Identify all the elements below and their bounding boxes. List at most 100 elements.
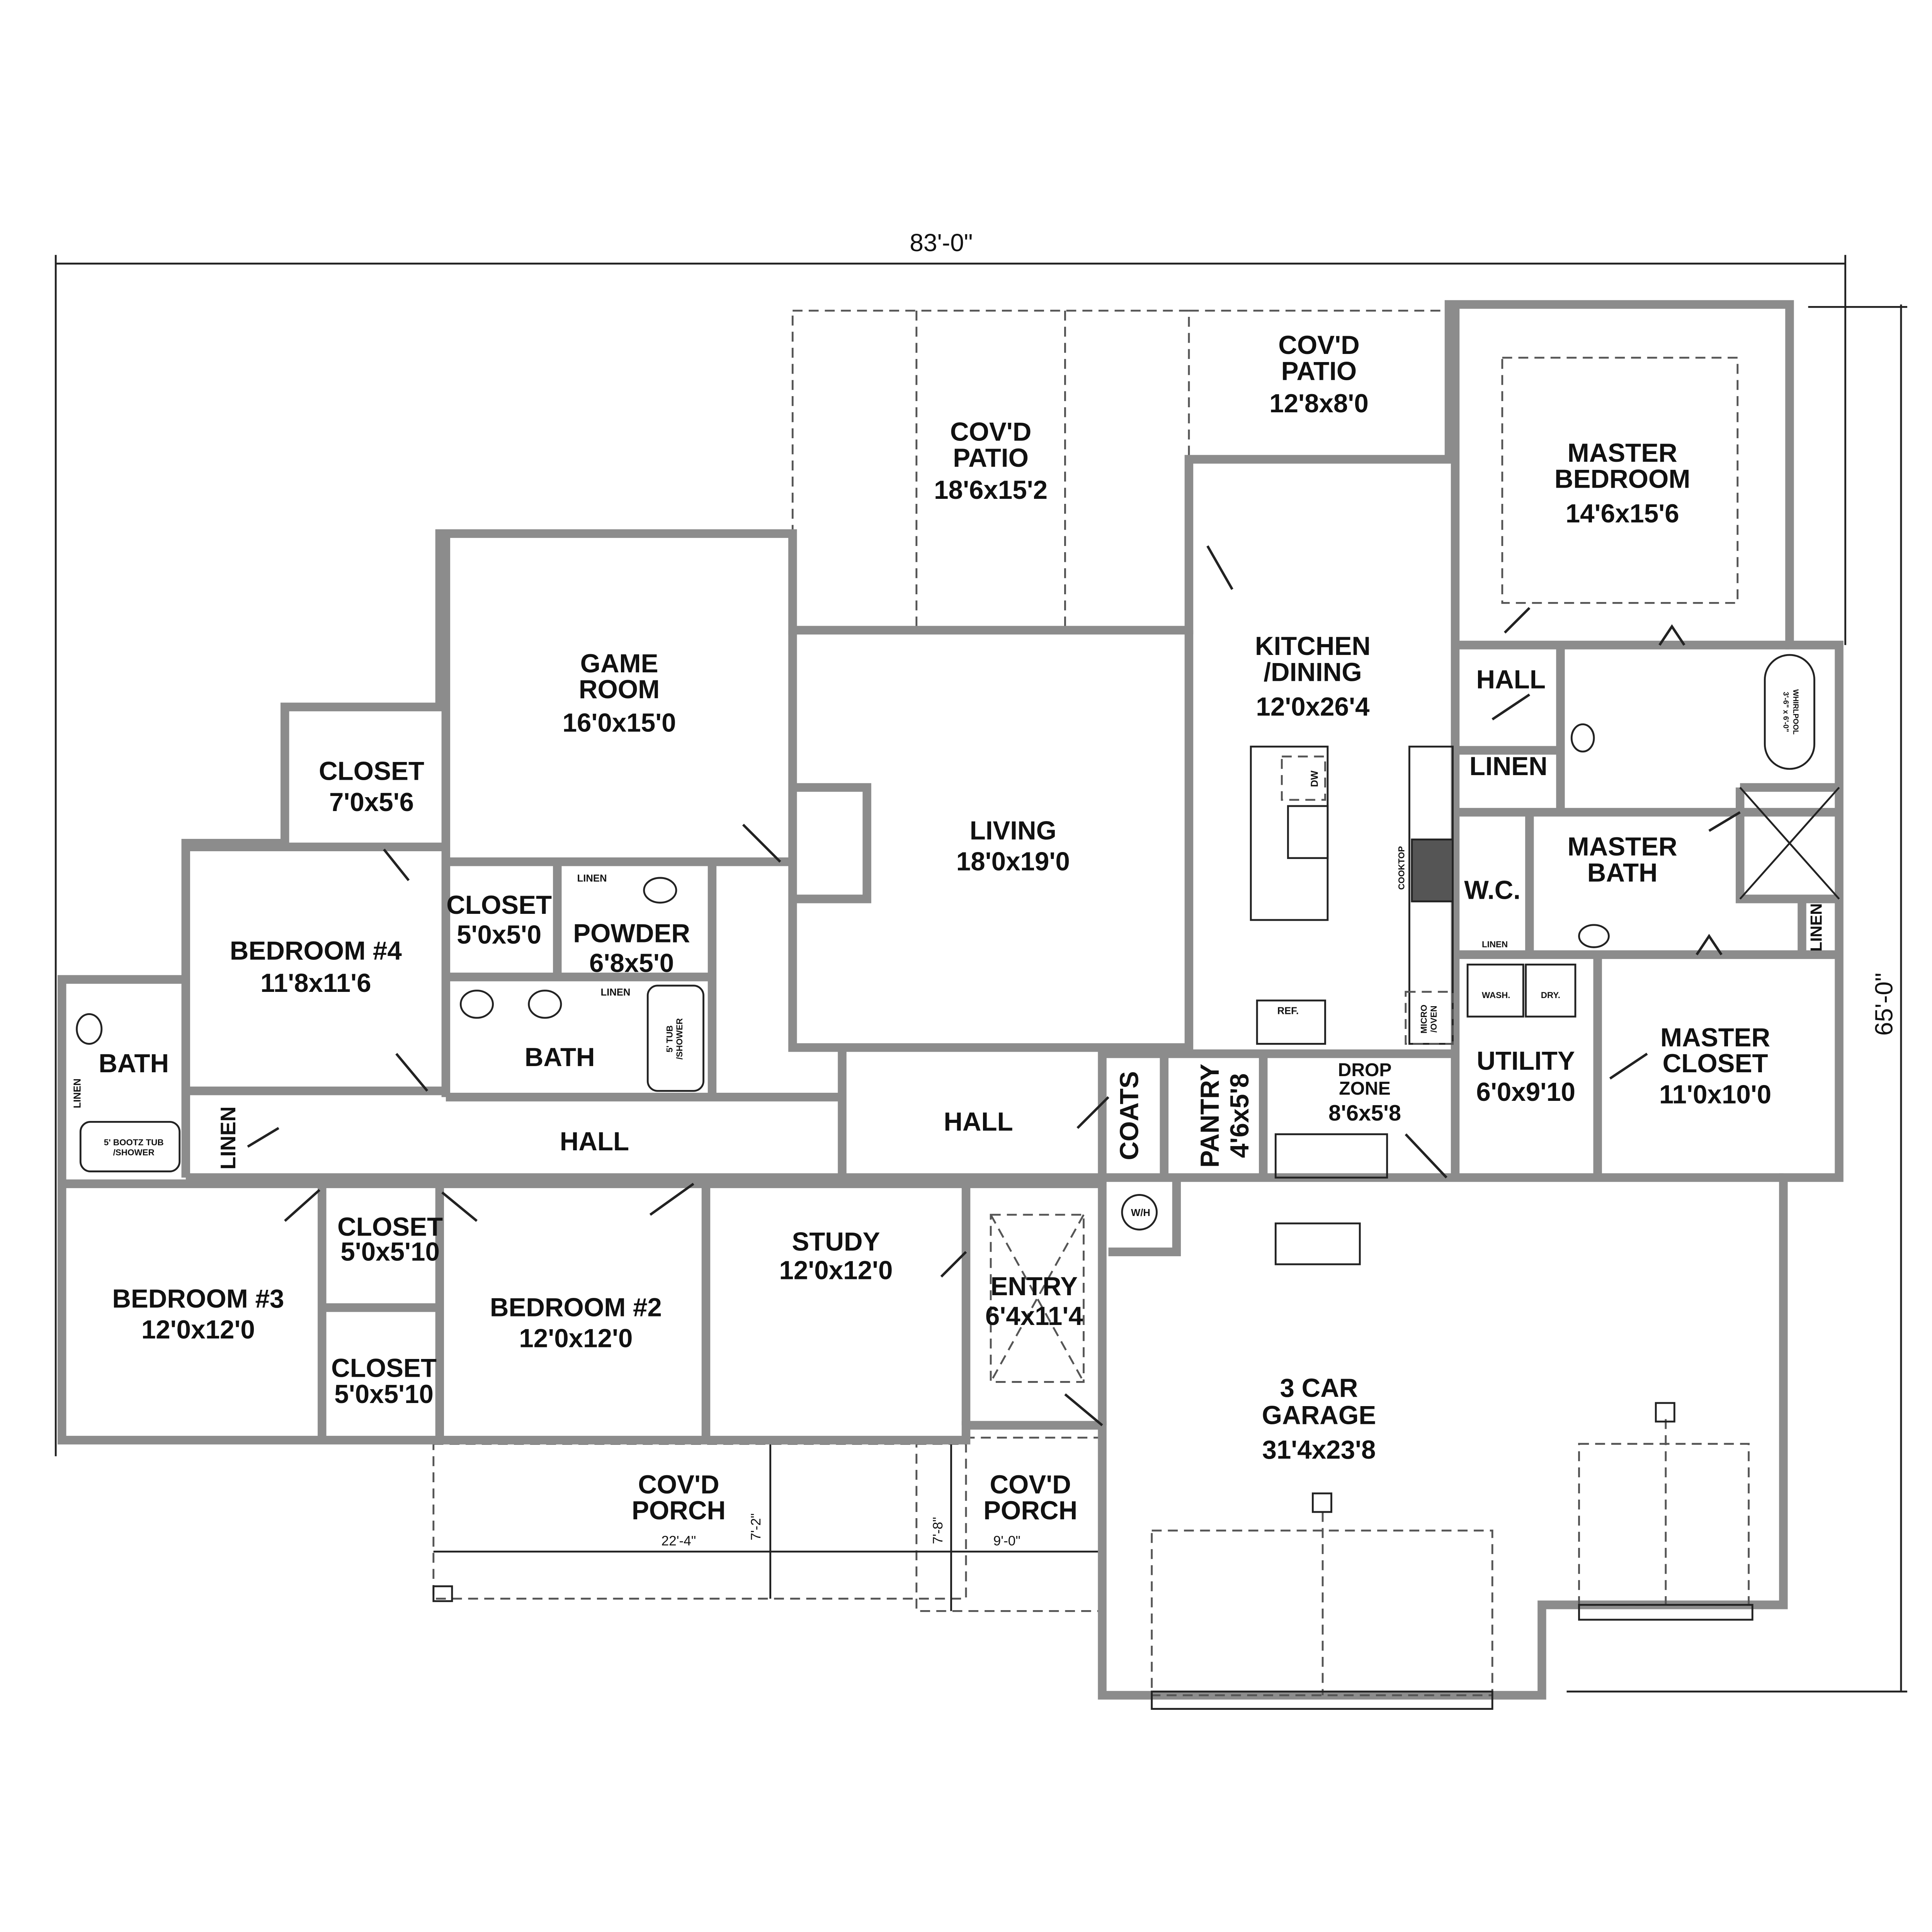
room-size: 4'6x5'8 (1225, 1073, 1254, 1158)
room-size: 6'4x11'4 (985, 1302, 1083, 1331)
room-name: STUDY (792, 1228, 880, 1257)
room-closet-bed2: CLOSET 5'0x5'10 (331, 1354, 437, 1409)
room-name: PATIO (1281, 357, 1357, 386)
room-linen-mbath: LINEN (1807, 903, 1825, 952)
room-size: 12'0x12'0 (779, 1256, 893, 1285)
room-name: /DINING (1264, 658, 1362, 687)
room-name: ENTRY (990, 1272, 1078, 1301)
room-hall-center: HALL (944, 1107, 1013, 1136)
left-tub-label-2: /SHOWER (113, 1148, 155, 1157)
room-master-bath: MASTER BATH (1568, 832, 1677, 887)
room-name: GAME (580, 649, 658, 678)
room-size: 18'6x15'2 (934, 476, 1048, 505)
room-size: 14'6x15'6 (1566, 499, 1679, 528)
room-pantry: PANTRY 4'6x5'8 (1196, 1064, 1254, 1168)
room-name: MASTER (1568, 439, 1677, 468)
room-size: 12'0x12'0 (141, 1315, 255, 1344)
room-bedroom4: BEDROOM #4 11'8x11'6 (230, 936, 402, 997)
room-size: 12'0x26'4 (1256, 692, 1370, 721)
room-study: STUDY 12'0x12'0 (779, 1228, 893, 1285)
oven-label: /OVEN (1429, 1005, 1439, 1032)
room-name: CLOSET (1663, 1049, 1768, 1078)
room-name: CLOSET (337, 1213, 443, 1242)
porch-main-width: 22'-4" (662, 1534, 696, 1549)
powder-linen-label: LINEN (577, 873, 607, 884)
room-hall-main: HALL (560, 1127, 629, 1156)
porch-entry-depth: 7'-8" (930, 1517, 946, 1544)
room-name: CLOSET (331, 1354, 437, 1383)
room-size: 5'0x5'10 (334, 1380, 434, 1409)
room-name: BEDROOM #4 (230, 936, 402, 965)
interior-walls (62, 304, 1839, 1440)
room-size: 12'8x8'0 (1269, 389, 1369, 418)
room-size: 6'8x5'0 (589, 949, 674, 978)
doors (247, 545, 1741, 1427)
bath-tub-label: 5' TUB (665, 1026, 674, 1053)
room-game-room: GAME ROOM 16'0x15'0 (563, 649, 676, 738)
micro-label: MICRO (1419, 1005, 1429, 1034)
room-name: CLOSET (319, 757, 424, 786)
room-porch-main: COV'D PORCH (632, 1470, 726, 1525)
room-name: BEDROOM (1554, 464, 1690, 493)
left-linen-label: LINEN (72, 1078, 83, 1108)
porch-entry-width: 9'-0" (993, 1534, 1020, 1549)
room-utility: UTILITY 6'0x9'10 (1476, 1047, 1575, 1107)
room-size: 11'8x11'6 (260, 969, 371, 998)
bath-linen-label: LINEN (601, 987, 631, 998)
room-name: UTILITY (1477, 1047, 1575, 1076)
room-name: COV'D (638, 1470, 719, 1499)
garage-doors (1151, 1222, 1753, 1710)
room-porch-entry: COV'D PORCH (983, 1470, 1077, 1525)
room-name: BATH (1587, 859, 1658, 888)
room-bedroom2: BEDROOM #2 12'0x12'0 (490, 1293, 662, 1353)
room-name: ROOM (579, 675, 660, 704)
left-tub-label: 5' BOOTZ TUB (104, 1138, 164, 1147)
room-size: 31'4x23'8 (1262, 1435, 1376, 1464)
room-size: 5'0x5'10 (340, 1237, 440, 1266)
room-name: PORCH (983, 1496, 1077, 1525)
exterior-wall (58, 300, 1844, 1700)
room-name: PATIO (953, 444, 1029, 473)
room-hall-master: HALL (1476, 665, 1546, 694)
overall-depth-dimension: 65'-0" (1566, 304, 1907, 1693)
dryer-label: DRY. (1541, 990, 1560, 1000)
room-name: 3 CAR (1280, 1374, 1358, 1403)
room-closet-hall: CLOSET 5'0x5'0 (446, 891, 552, 949)
room-kitchen: KITCHEN /DINING 12'0x26'4 (1255, 632, 1371, 721)
room-size: 5'0x5'0 (457, 920, 541, 949)
room-size: 7'0x5'6 (329, 788, 414, 817)
room-name: ZONE (1339, 1078, 1391, 1099)
fridge-label: REF. (1277, 1006, 1299, 1017)
room-size: 11'0x10'0 (1659, 1080, 1771, 1109)
cooktop-label: COOKTOP (1397, 846, 1406, 890)
room-name: LIVING (970, 816, 1056, 845)
room-patio-small: COV'D PATIO 12'8x8'0 (1269, 331, 1369, 418)
dishwasher-label: DW (1309, 770, 1320, 787)
porch-main-depth: 7'-2" (748, 1513, 764, 1540)
room-entry: ENTRY 6'4x11'4 (985, 1272, 1083, 1331)
room-size: 16'0x15'0 (563, 709, 676, 738)
room-name: COV'D (990, 1470, 1071, 1499)
room-coats: COATS (1115, 1071, 1144, 1160)
room-linen-master: LINEN (1469, 752, 1548, 781)
kitchen-island (1250, 745, 1454, 1179)
room-name: PORCH (632, 1496, 726, 1525)
room-patio-main: COV'D PATIO 18'6x15'2 (934, 418, 1048, 505)
room-closet-game: CLOSET 7'0x5'6 (319, 757, 424, 817)
overall-width-label: 83'-0" (910, 229, 973, 257)
room-name: COV'D (950, 418, 1031, 447)
room-closet-bed3: CLOSET 5'0x5'10 (337, 1213, 443, 1266)
room-master-bedroom: MASTER BEDROOM 14'6x15'6 (1554, 439, 1690, 528)
room-name: PANTRY (1196, 1064, 1225, 1168)
room-name: BEDROOM #2 (490, 1293, 662, 1322)
room-wc: W.C. (1464, 876, 1520, 905)
overall-width-dimension: 83'-0" (54, 229, 1847, 1456)
room-garage: 3 CAR GARAGE 31'4x23'8 (1262, 1374, 1376, 1464)
room-linen-hall: LINEN (216, 1106, 240, 1169)
bath-fixtures (76, 357, 1840, 1383)
room-name: MASTER (1568, 832, 1677, 861)
room-living: LIVING 18'0x19'0 (956, 816, 1070, 876)
room-size: 12'0x12'0 (519, 1324, 633, 1353)
room-name: BEDROOM #3 (112, 1284, 284, 1313)
